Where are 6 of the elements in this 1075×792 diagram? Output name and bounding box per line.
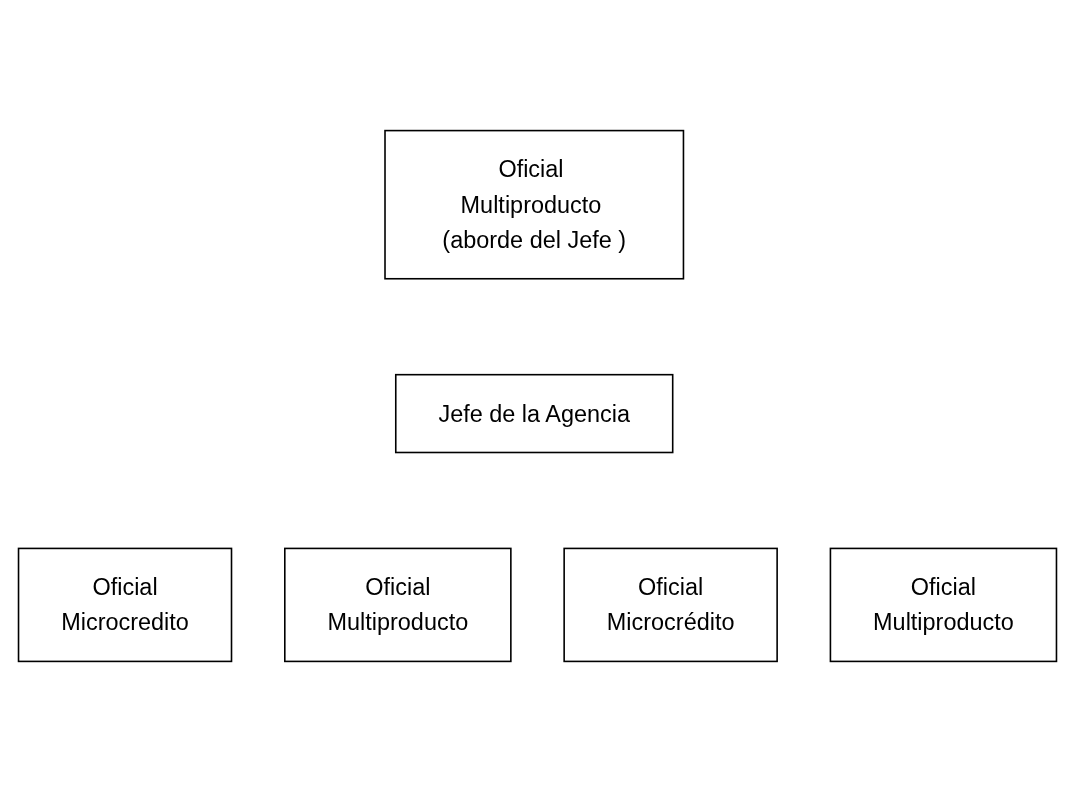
node-box: Oficial Microcrédito: [563, 547, 778, 663]
node-box: Oficial Multiproducto: [829, 547, 1058, 663]
node-box: Oficial Multiproducto: [284, 547, 512, 663]
node-box: Oficial Microcredito: [17, 547, 233, 663]
node-box: Oficial Multiproducto (aborde del Jefe ): [384, 129, 685, 280]
node-box: Jefe de la Agencia: [394, 373, 674, 454]
